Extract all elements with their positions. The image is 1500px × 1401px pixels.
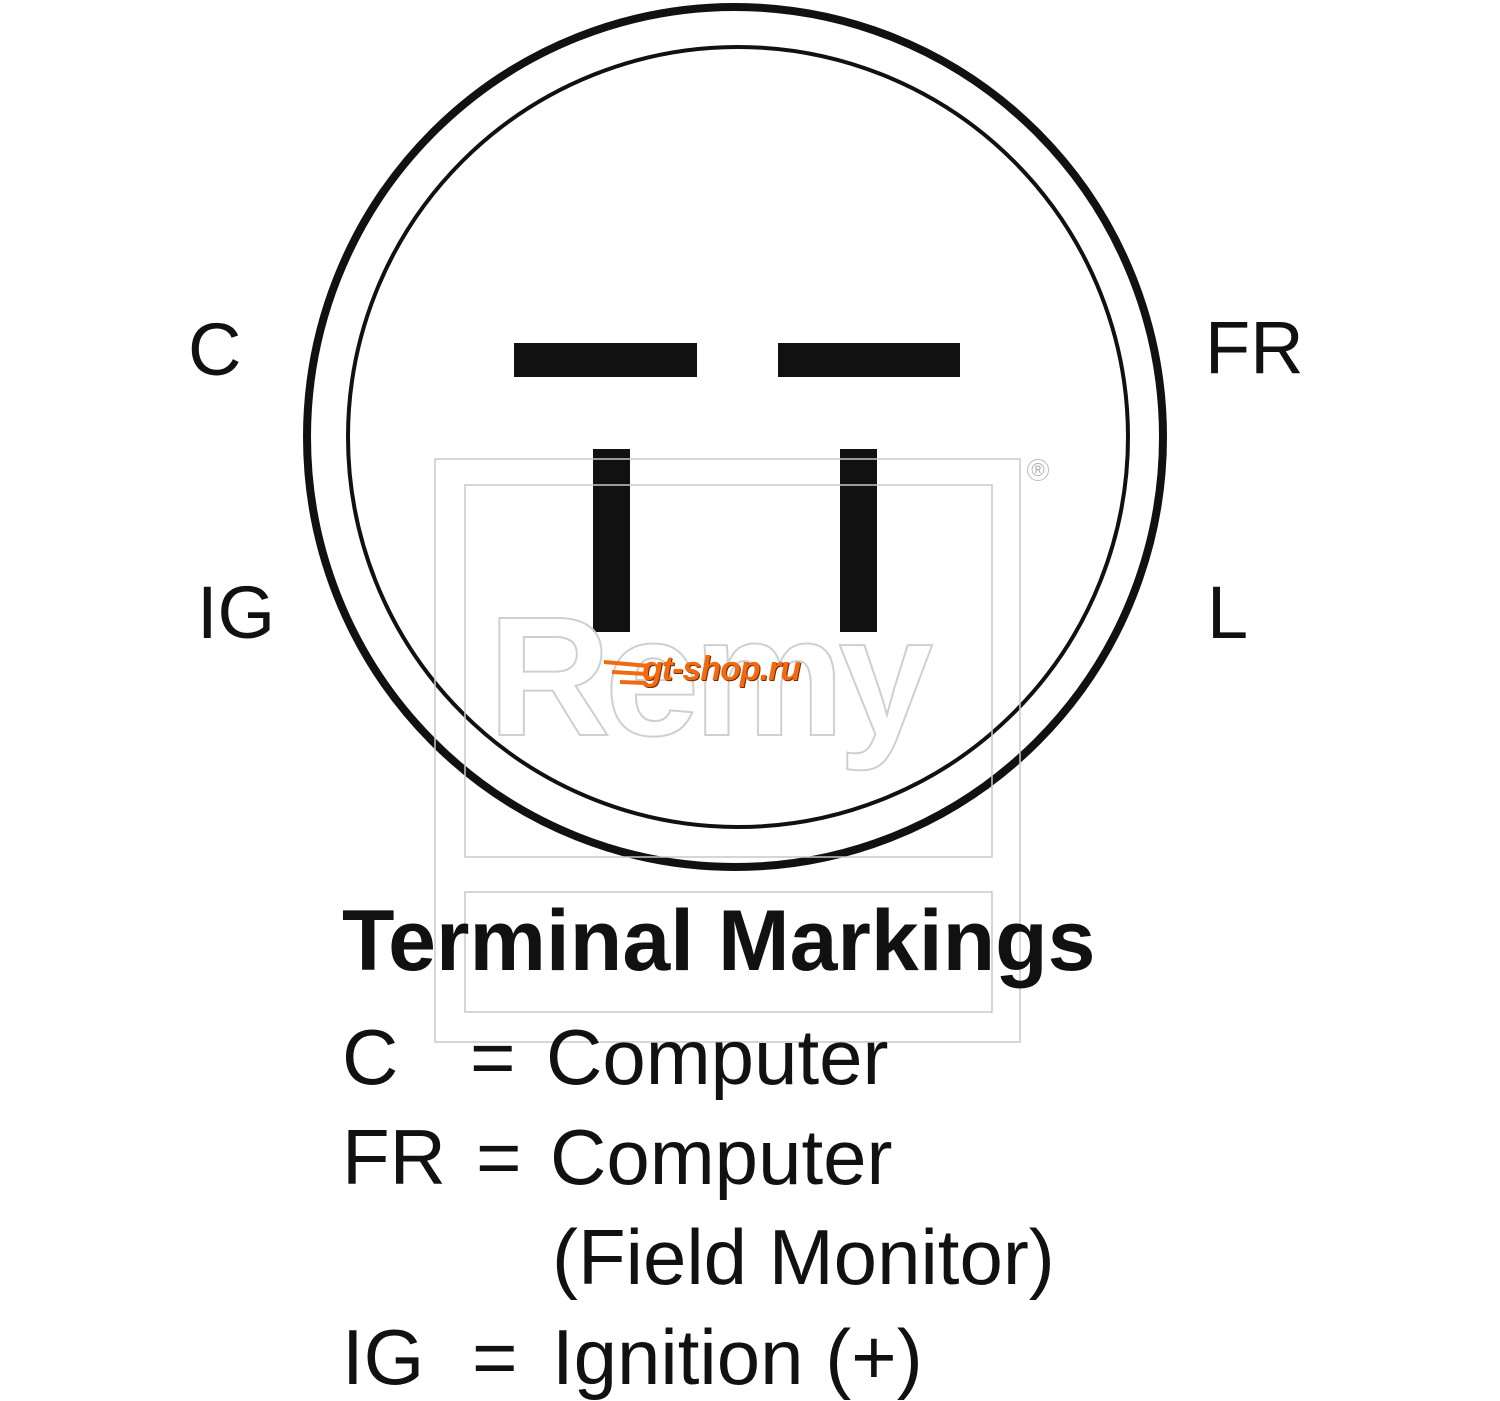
connector-inner-ring bbox=[346, 45, 1130, 829]
legend-description-fr: Computer bbox=[550, 1113, 893, 1201]
terminal-label-c: C bbox=[188, 308, 242, 391]
legend-description-ig: Ignition (+) bbox=[552, 1313, 923, 1401]
legend-equals-c: = bbox=[470, 1013, 516, 1101]
legend-code-c: C bbox=[342, 1013, 399, 1101]
legend-description-fr-continued: (Field Monitor) bbox=[552, 1213, 1055, 1301]
terminal-blade-c bbox=[514, 343, 697, 377]
watermark-brand-logo: Remy bbox=[488, 582, 932, 772]
legend-equals-fr: = bbox=[476, 1113, 522, 1201]
legend-equals-ig: = bbox=[472, 1313, 518, 1401]
watermark-frame bbox=[434, 458, 1021, 1043]
legend-description-c: Computer bbox=[546, 1013, 889, 1101]
connector-diagram: Remy bbox=[303, 3, 1167, 1043]
connector-outer-ring bbox=[303, 3, 1167, 871]
terminal-label-l: L bbox=[1207, 571, 1249, 654]
shop-logo-streaks bbox=[604, 660, 650, 685]
terminal-label-ig: IG bbox=[197, 571, 276, 654]
registered-mark: ® bbox=[1027, 459, 1049, 481]
terminal-label-fr: FR bbox=[1205, 306, 1304, 389]
shop-watermark-logo: gt-shop.ru bbox=[642, 650, 801, 688]
legend-code-ig: IG bbox=[342, 1313, 425, 1401]
legend-code-fr: FR bbox=[342, 1113, 446, 1201]
terminal-blade-l bbox=[840, 449, 877, 632]
terminal-blade-ig bbox=[593, 449, 630, 632]
legend-title: Terminal Markings bbox=[342, 893, 1096, 989]
terminal-blade-fr bbox=[778, 343, 960, 377]
